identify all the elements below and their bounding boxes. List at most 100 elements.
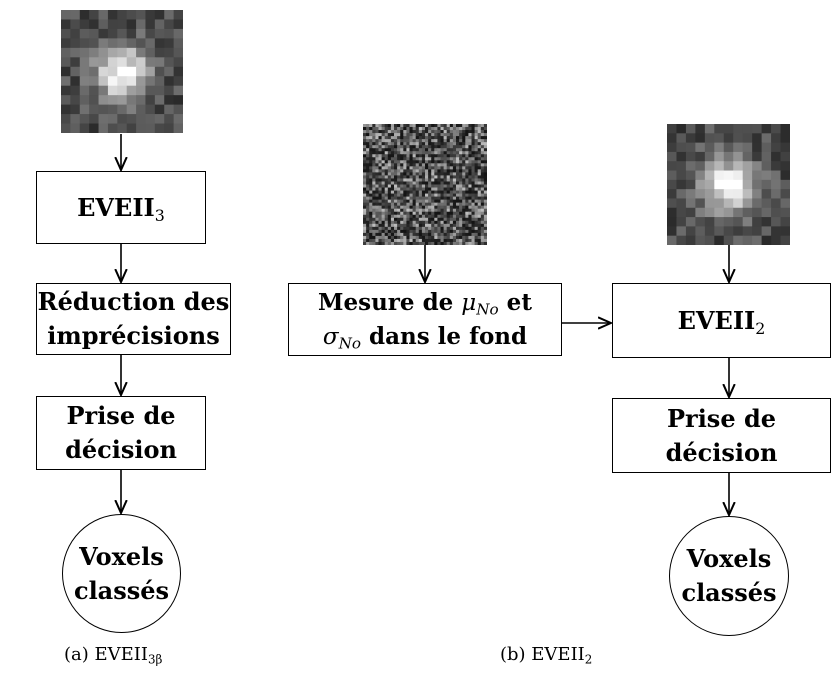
thumbnail-pixel bbox=[771, 189, 782, 200]
thumbnail-pixel bbox=[431, 208, 435, 213]
thumbnail-pixel bbox=[446, 139, 451, 143]
thumbnail-pixel bbox=[366, 136, 370, 140]
thumbnail-pixel bbox=[761, 217, 772, 227]
thumbnail-pixel bbox=[771, 170, 782, 181]
thumbnail-pixel bbox=[409, 145, 414, 149]
thumbnail-pixel bbox=[434, 205, 438, 210]
thumbnail-pixel bbox=[79, 28, 90, 39]
thumbnail-pixel bbox=[375, 229, 380, 234]
thumbnail-pixel bbox=[483, 217, 487, 222]
thumbnail-pixel bbox=[418, 181, 423, 186]
thumbnail-pixel bbox=[366, 208, 370, 213]
thumbnail-pixel bbox=[428, 202, 432, 207]
thumbnail-pixel bbox=[154, 38, 165, 49]
thumbnail-pixel bbox=[468, 133, 473, 137]
thumbnail-pixel bbox=[483, 145, 487, 149]
thumbnail-pixel bbox=[412, 166, 417, 170]
thumbnail-pixel bbox=[394, 151, 398, 155]
thumbnail-pixel bbox=[375, 181, 380, 186]
thumbnail-pixel bbox=[456, 235, 460, 240]
thumbnail-pixel bbox=[483, 223, 487, 228]
thumbnail-pixel bbox=[126, 38, 137, 49]
thumbnail-pixel bbox=[452, 208, 457, 213]
thumbnail-pixel bbox=[406, 157, 411, 161]
thumbnail-pixel bbox=[431, 160, 435, 164]
thumbnail-pixel bbox=[428, 223, 432, 228]
thumbnail-pixel bbox=[733, 142, 744, 153]
thumbnail-pixel bbox=[440, 154, 445, 158]
thumbnail-pixel bbox=[145, 57, 156, 68]
thumbnail-pixel bbox=[456, 130, 460, 134]
thumbnail-pixel bbox=[452, 205, 457, 210]
thumbnail-pixel bbox=[440, 178, 445, 183]
thumbnail-pixel bbox=[462, 193, 466, 198]
thumbnail-pixel bbox=[400, 166, 404, 170]
thumbnail-pixel bbox=[480, 127, 485, 131]
thumbnail-pixel bbox=[483, 196, 487, 201]
thumbnail-pixel bbox=[384, 124, 389, 128]
thumbnail-pixel bbox=[406, 154, 411, 158]
thumbnail-pixel bbox=[483, 151, 487, 155]
thumbnail-pixel bbox=[483, 235, 487, 240]
thumbnail-pixel bbox=[477, 208, 482, 213]
thumbnail-pixel bbox=[468, 187, 473, 192]
thumbnail-pixel bbox=[409, 166, 414, 170]
thumbnail-pixel bbox=[421, 175, 426, 180]
thumbnail-pixel bbox=[480, 178, 485, 183]
thumbnail-pixel bbox=[381, 139, 386, 143]
thumbnail-pixel bbox=[369, 136, 373, 140]
thumbnail-pixel bbox=[378, 214, 383, 219]
thumbnail-pixel bbox=[409, 139, 414, 143]
thumbnail-pixel bbox=[381, 220, 386, 225]
thumbnail-pixel bbox=[695, 179, 706, 190]
thumbnail-pixel bbox=[378, 163, 383, 167]
thumbnail-pixel bbox=[372, 124, 376, 128]
thumbnail-pixel bbox=[421, 181, 426, 186]
thumbnail-pixel bbox=[387, 217, 392, 222]
thumbnail-pixel bbox=[437, 133, 442, 137]
thumbnail-pixel bbox=[446, 241, 451, 245]
thumbnail-pixel bbox=[425, 178, 429, 183]
thumbnail-pixel bbox=[480, 238, 485, 243]
thumbnail-pixel bbox=[375, 124, 380, 128]
thumbnail-pixel bbox=[70, 19, 81, 30]
thumbnail-pixel bbox=[394, 220, 398, 225]
thumbnail-pixel bbox=[723, 207, 734, 218]
thumbnail-pixel bbox=[412, 223, 417, 228]
thumbnail-pixel bbox=[418, 166, 423, 170]
thumbnail-pixel bbox=[704, 170, 715, 181]
thumbnail-pixel bbox=[406, 220, 411, 225]
thumbnail-pixel bbox=[378, 241, 383, 245]
thumbnail-pixel bbox=[366, 187, 370, 192]
thumbnail-pixel bbox=[363, 184, 367, 189]
thumbnail-pixel bbox=[468, 190, 473, 195]
thumbnail-pixel bbox=[480, 145, 485, 149]
thumbnail-pixel bbox=[412, 163, 417, 167]
thumbnail-pixel bbox=[443, 172, 448, 177]
thumbnail-pixel bbox=[456, 145, 460, 149]
thumbnail-pixel bbox=[465, 229, 469, 234]
thumbnail-pixel bbox=[126, 85, 137, 96]
thumbnail-pixel bbox=[477, 220, 482, 225]
thumbnail-pixel bbox=[394, 136, 398, 140]
thumbnail-pixel bbox=[372, 208, 376, 213]
thumbnail-pixel bbox=[443, 232, 448, 237]
thumbnail-pixel bbox=[412, 133, 417, 137]
thumbnail-pixel bbox=[483, 154, 487, 158]
thumbnail-pixel bbox=[409, 157, 414, 161]
thumbnail-pixel bbox=[480, 193, 485, 198]
thumbnail-pixel bbox=[400, 145, 404, 149]
thumbnail-pixel bbox=[443, 133, 448, 137]
thumbnail-pixel bbox=[474, 166, 479, 170]
thumbnail-pixel bbox=[421, 142, 426, 146]
thumbnail-pixel bbox=[61, 104, 71, 115]
thumbnail-pixel bbox=[771, 133, 782, 144]
thumbnail-pixel bbox=[79, 66, 90, 77]
thumbnail-pixel bbox=[406, 202, 411, 207]
thumbnail-pixel bbox=[136, 85, 147, 96]
thumbnail-pixel bbox=[449, 232, 454, 237]
thumbnail-pixel bbox=[437, 148, 442, 152]
thumbnail-pixel bbox=[431, 178, 435, 183]
thumbnail-pixel bbox=[375, 166, 380, 170]
thumbnail-pixel bbox=[462, 235, 466, 240]
